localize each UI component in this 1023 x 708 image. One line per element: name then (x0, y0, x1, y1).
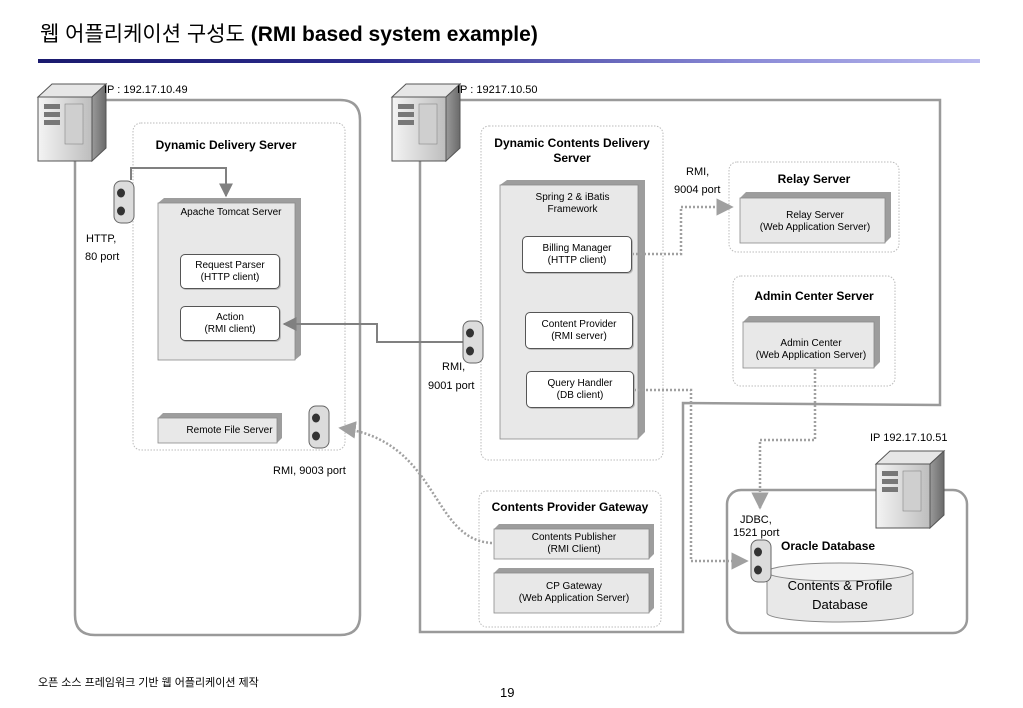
http-to-tomcat-connector (130, 167, 233, 198)
jdbc-port-label-1: JDBC, (740, 514, 772, 526)
oracle-header: Oracle Database (781, 539, 876, 553)
content-provider-name: Content Provider (541, 318, 617, 330)
relay-port-label-1: RMI, (686, 166, 710, 178)
footer-text: 오픈 소스 프레임워크 기반 웹 어플리케이션 제작 (38, 677, 259, 689)
action-sub: (RMI client) (204, 323, 256, 335)
billing-manager-name: Billing Manager (542, 242, 612, 254)
oracle-db-name: Contents & Profile (787, 578, 893, 593)
server-icon-db (874, 449, 946, 530)
title-underline (38, 59, 980, 63)
page-number: 19 (500, 685, 515, 700)
content-provider-sub: (RMI server) (551, 330, 607, 342)
relay-inner-label: Relay Server (Web Application Server) (740, 210, 890, 234)
rmi-9003-port-icon (308, 405, 330, 449)
dynamic-contents-header-1: Dynamic Contents Delivery (494, 136, 650, 150)
action-name: Action (216, 311, 244, 323)
relay-header: Relay Server (777, 172, 851, 186)
left-server-ip: IP : 192.17.10.49 (104, 84, 188, 96)
jdbc-port-icon (750, 539, 772, 583)
dynamic-contents-header: Dynamic Contents Delivery Server (481, 136, 663, 166)
middle-server-ip: IP : 19217.10.50 (457, 84, 538, 96)
query-to-oracle-connector (634, 388, 749, 570)
query-handler-sub: (DB client) (556, 389, 604, 401)
db-server-ip: IP 192.17.10.51 (870, 432, 948, 444)
remote-file-server-label: Remote File Server (186, 425, 273, 436)
jdbc-port-label-2: 1521 port (733, 527, 780, 539)
relay-inner-name: Relay Server (786, 210, 844, 221)
tomcat-label: Apache Tomcat Server (180, 207, 282, 218)
contents-publisher-sub: (RMI Client) (547, 544, 601, 555)
request-parser-box: Request Parser (HTTP client) (180, 254, 280, 289)
rmi-9001-to-action-connector (282, 317, 466, 343)
relay-inner-sub: (Web Application Server) (759, 222, 871, 233)
contents-publisher-label: Contents Publisher (RMI Client) (494, 532, 654, 556)
title-english: (RMI based system example) (250, 23, 538, 46)
framework-label-2: Framework (547, 204, 598, 215)
dynamic-delivery-header: Dynamic Delivery Server (155, 138, 297, 152)
admin-header: Admin Center Server (754, 289, 874, 303)
title-korean: 웹 어플리케이션 구성도 (40, 23, 251, 46)
publisher-to-rmi-9003-connector (338, 421, 493, 545)
http-port-icon (113, 180, 135, 224)
cp-gateway-label: CP Gateway (Web Application Server) (494, 581, 654, 605)
admin-inner-name: Admin Center (780, 338, 842, 349)
admin-inner-label: Admin Center (Web Application Server) (743, 338, 879, 362)
http-port-label-1: HTTP, (86, 233, 117, 245)
query-handler-name: Query Handler (547, 377, 613, 389)
middle-server-boundary (418, 98, 942, 634)
admin-inner-sub: (Web Application Server) (755, 350, 867, 361)
framework-label: Spring 2 & iBatis Framework (500, 192, 645, 216)
cp-gateway-header: Contents Provider Gateway (491, 500, 649, 514)
cp-gateway-name: CP Gateway (546, 581, 602, 592)
action-box: Action (RMI client) (180, 306, 280, 341)
oracle-db-sub: Database (812, 597, 868, 612)
database-cylinder (766, 562, 914, 623)
request-parser-name: Request Parser (195, 259, 265, 271)
rmi-9001-label-1: RMI, (442, 361, 466, 373)
framework-label-1: Spring 2 & iBatis (535, 192, 610, 203)
billing-manager-box: Billing Manager (HTTP client) (522, 236, 632, 273)
cp-gateway-sub: (Web Application Server) (518, 593, 630, 604)
rmi-9001-port-icon (462, 320, 484, 364)
slide-title: 웹 어플리케이션 구성도 (RMI based system example) (40, 18, 538, 48)
server-icon-middle (390, 82, 462, 163)
billing-to-relay-connector (632, 198, 734, 256)
relay-port-label-2: 9004 port (674, 184, 721, 196)
admin-to-jdbc-connector (751, 369, 817, 510)
oracle-db-label: Contents & Profile Database (767, 576, 913, 614)
rmi-9001-label-2: 9001 port (428, 380, 475, 392)
content-provider-box: Content Provider (RMI server) (525, 312, 633, 349)
query-handler-box: Query Handler (DB client) (526, 371, 634, 408)
dynamic-contents-header-2: Server (553, 151, 591, 165)
server-icon-left (36, 82, 108, 163)
rmi-9003-label: RMI, 9003 port (273, 465, 346, 477)
billing-manager-sub: (HTTP client) (547, 254, 607, 266)
left-server-boundary (73, 98, 362, 637)
http-port-label-2: 80 port (85, 251, 120, 263)
request-parser-sub: (HTTP client) (200, 271, 260, 283)
contents-publisher-name: Contents Publisher (531, 532, 617, 543)
